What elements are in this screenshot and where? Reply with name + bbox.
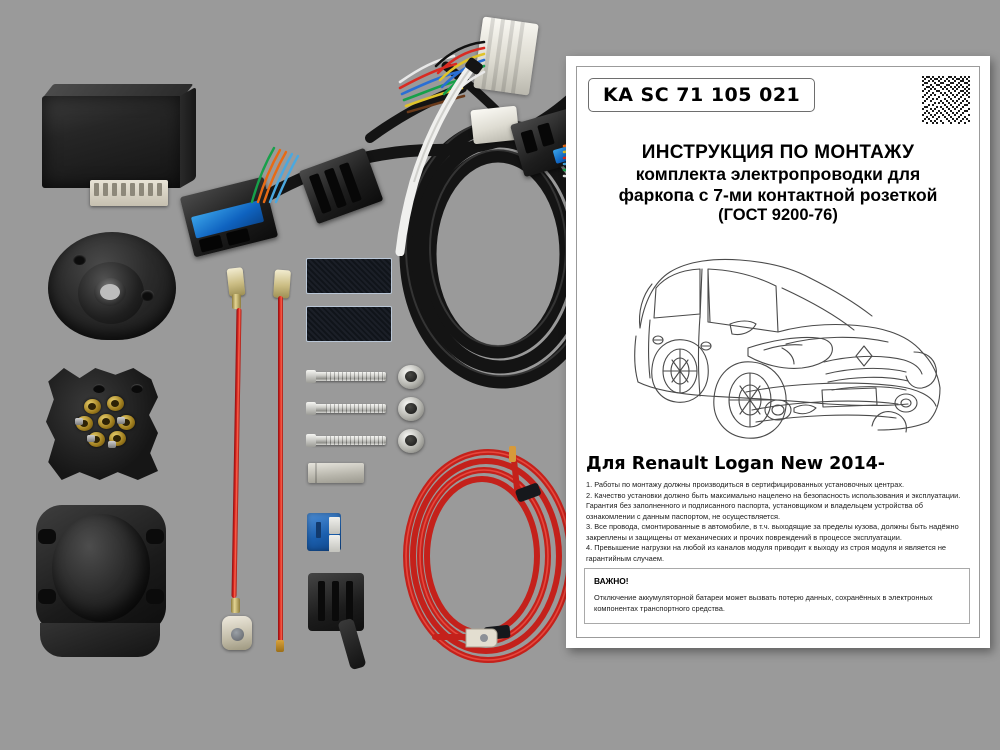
- velcro-strip: [306, 258, 392, 294]
- socket-pin: [98, 414, 115, 429]
- important-text: Отключение аккумуляторной батареи может …: [594, 593, 933, 613]
- fuse-blade: [329, 535, 340, 552]
- red-wires-with-spade-terminals: [218, 267, 300, 668]
- grommet-screw-hole: [73, 254, 86, 265]
- terminal-screw: [108, 441, 116, 448]
- housing-notch: [146, 529, 164, 544]
- note-3: 3. Все провода, смонтированные в автомоб…: [586, 522, 959, 542]
- qr-code: [922, 76, 970, 124]
- vehicle-model: Для Renault Logan New 2014-: [586, 454, 886, 474]
- socket-housing: [36, 505, 166, 657]
- white-sheathed-branch: [395, 57, 483, 256]
- rubber-grommet: [48, 232, 176, 340]
- fuse-blade: [329, 517, 340, 534]
- insert-hole: [93, 384, 105, 393]
- fuse-window: [316, 522, 321, 538]
- housing-cap: [52, 514, 150, 622]
- velcro-strip: [306, 306, 392, 342]
- connector-pigtail-wires: [250, 146, 300, 204]
- note-4: 4. Превышение нагрузки на любой из канал…: [586, 543, 947, 563]
- note-1: 1. Работы по монтажу должны производитьс…: [586, 480, 905, 489]
- module-white-connector: [90, 180, 168, 206]
- holder-rib: [346, 581, 353, 621]
- sheet-border: [576, 66, 980, 638]
- installation-notes: 1. Работы по монтажу должны производитьс…: [586, 480, 970, 564]
- note-2: 2. Качество установки должно быть максим…: [586, 490, 961, 521]
- blade-fuse: [307, 513, 347, 557]
- mounting-screw: [306, 434, 386, 447]
- mounting-nut: [398, 397, 424, 421]
- wire-ferrule: [231, 598, 240, 613]
- renault-logan-line-drawing: [634, 258, 941, 439]
- sheet-title: ИНСТРУКЦИЯ ПО МОНТАЖУ комплекта электроп…: [580, 142, 976, 225]
- important-notice: ВАЖНО! Отключение аккумуляторной батареи…: [584, 568, 970, 625]
- ring-terminal: [222, 616, 252, 650]
- mounting-screw: [306, 370, 386, 383]
- spade-terminal: [226, 267, 246, 297]
- terminal-screw: [87, 435, 95, 442]
- socket-pin: [84, 399, 101, 414]
- red-power-cable-coil: [403, 446, 573, 663]
- socket-pin: [107, 396, 124, 411]
- part-number-box: KA SC 71 105 021: [588, 78, 816, 112]
- mounting-nut: [398, 365, 424, 389]
- housing-base: [40, 623, 160, 657]
- fuse-holder: [308, 573, 372, 671]
- seven-pin-socket-insert: [46, 368, 158, 480]
- module-side-face: [180, 86, 196, 188]
- wire-ferrule: [232, 294, 241, 309]
- mounting-nut: [398, 429, 424, 453]
- holder-rib: [318, 581, 325, 621]
- mounting-screw: [306, 402, 386, 415]
- terminal-screw: [75, 418, 83, 425]
- wire-bare-end: [276, 640, 284, 652]
- important-heading: ВАЖНО!: [594, 576, 629, 586]
- module-front-face: [42, 96, 182, 188]
- holder-rib: [332, 581, 339, 621]
- title-line-1: ИНСТРУКЦИЯ ПО МОНТАЖУ: [641, 142, 915, 163]
- red-wire: [231, 307, 242, 599]
- grommet-screw-hole: [141, 290, 154, 301]
- control-module: [42, 84, 196, 206]
- grommet-bore: [100, 284, 120, 300]
- instruction-sheet: KA SC 71 105 021: [566, 56, 990, 648]
- terminal-screw: [117, 417, 125, 424]
- title-line-4: (ГОСТ 9200-76): [718, 206, 838, 224]
- insert-hole: [131, 384, 143, 393]
- housing-notch: [38, 589, 56, 604]
- title-line-3: фаркопа с 7-ми контактной розеткой: [618, 185, 938, 205]
- red-wire: [278, 296, 283, 644]
- housing-notch: [146, 589, 164, 604]
- metal-bracket: [308, 463, 364, 483]
- housing-notch: [38, 529, 56, 544]
- title-line-2: комплекта электропроводки для: [635, 164, 921, 184]
